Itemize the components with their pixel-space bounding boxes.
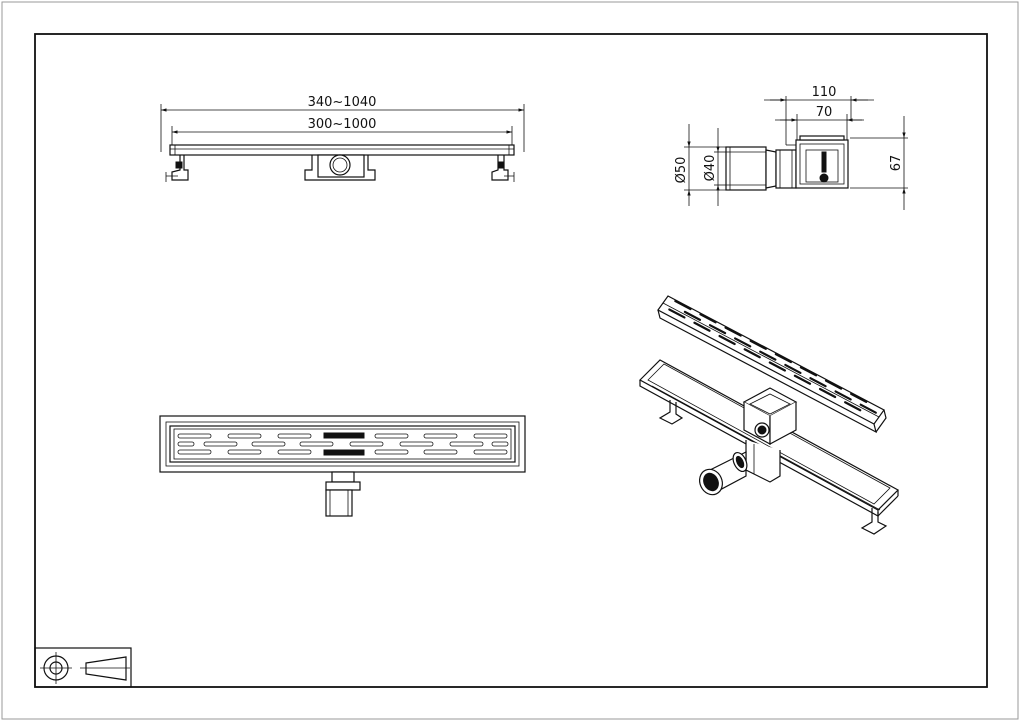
grate-slots <box>177 432 509 456</box>
drain-plan-view <box>159 415 526 517</box>
grate-slot <box>749 339 767 350</box>
plan-outlet <box>325 471 361 517</box>
grate-slot <box>708 324 727 335</box>
drain-side-elevation: 340~1040 300~1000 <box>160 95 525 182</box>
grate-slot <box>718 334 736 346</box>
outlet-width-label: 70 <box>816 105 833 120</box>
grate-slot <box>743 348 761 359</box>
inner-diameter-dimension: Ø40 <box>703 128 730 206</box>
grate-slot <box>759 350 777 361</box>
overall-length-label: 340~1040 <box>308 95 377 110</box>
grate-length-dimension: 300~1000 <box>171 117 513 150</box>
grate-slot <box>834 390 852 401</box>
grate-slot <box>693 321 711 332</box>
grate-slot <box>699 313 717 324</box>
grate-slot <box>824 379 843 390</box>
body-width-dimension: 110 <box>764 85 874 145</box>
outlet-box <box>304 154 376 181</box>
grate-slot <box>793 374 812 385</box>
grate-slot <box>844 401 862 412</box>
isometric-feet <box>658 400 888 535</box>
grate-slot <box>850 392 868 403</box>
grate-slot <box>734 337 752 348</box>
isometric-outlet-box <box>742 387 798 483</box>
first-angle-projection-icon <box>40 652 130 684</box>
channel-body <box>169 144 515 156</box>
outer-diameter-dimension: Ø50 <box>674 124 730 206</box>
grate-slot <box>668 308 686 319</box>
right-foot <box>491 155 515 182</box>
grate-slot <box>683 310 702 321</box>
grate-slot <box>674 299 692 311</box>
grate-slot <box>809 377 827 388</box>
body-width-label: 110 <box>812 85 837 100</box>
outlet-body <box>786 135 849 189</box>
grate-slot <box>724 326 742 337</box>
height-label: 67 <box>889 155 904 172</box>
drain-end-section: 110 70 67 Ø50 <box>674 85 908 210</box>
overall-length-dimension: 340~1040 <box>160 95 525 152</box>
grate-slot <box>799 366 818 377</box>
isometric-pipe <box>699 451 748 496</box>
outlet-width-dimension: 70 <box>775 105 864 140</box>
inner-diameter-label: Ø40 <box>703 155 718 182</box>
grate-slot <box>768 361 787 372</box>
grate-slot <box>818 387 837 399</box>
left-foot <box>165 155 189 182</box>
drawing-frame <box>34 33 988 688</box>
grate-length-label: 300~1000 <box>308 117 377 132</box>
title-block <box>34 647 132 688</box>
isometric-grate-slots <box>668 299 877 414</box>
grate-slot <box>774 353 793 364</box>
grate-slot <box>784 363 802 375</box>
grate-slot <box>859 403 877 414</box>
outlet-pipe <box>725 146 797 191</box>
height-dimension: 67 <box>850 116 908 210</box>
drain-isometric-view <box>639 295 899 535</box>
outer-diameter-label: Ø50 <box>674 157 689 184</box>
